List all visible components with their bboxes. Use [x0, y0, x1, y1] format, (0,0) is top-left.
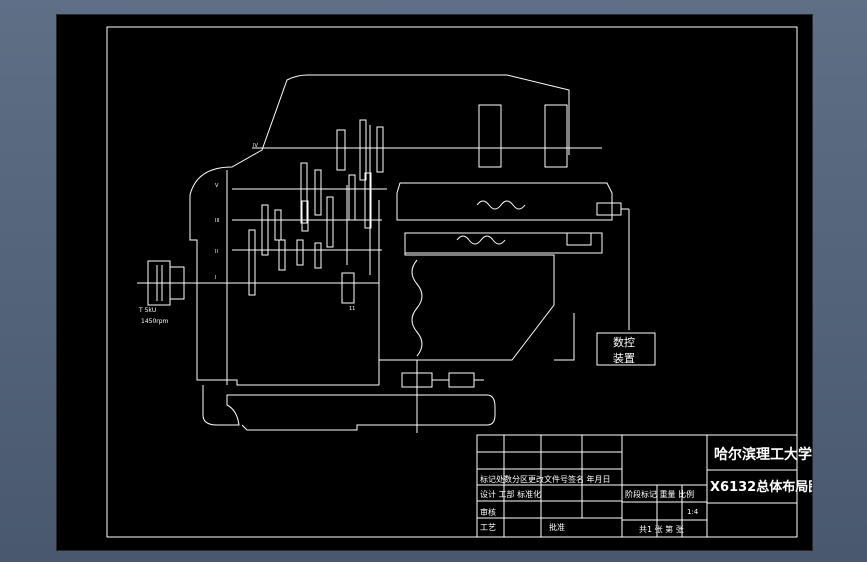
nc-device-box — [596, 332, 656, 366]
review-label: 审核 — [480, 507, 496, 517]
machine-column-outline — [189, 74, 570, 386]
shaft-label-v: V — [215, 183, 219, 189]
approve-label: 批准 — [549, 522, 565, 532]
drawing-title: X6132总体布局图 — [710, 479, 812, 495]
cad-drawing: T 5kU 1450rpm IV V III II I 11 数控 装置 — [106, 26, 812, 538]
shaft-label-iv: IV — [253, 143, 258, 149]
revision-header: 标记处数分区更改文件号签名 年月日 — [480, 474, 611, 484]
feed-motor-2 — [448, 372, 475, 388]
design-row: 设计 工部 标准化 — [480, 489, 541, 499]
sheet-count: 共1 张 第 张 — [639, 524, 684, 534]
overarm-support-right — [544, 104, 568, 168]
knee — [379, 253, 555, 361]
shaft-label-i: I — [215, 275, 216, 281]
nc-device-line2: 装置 — [613, 352, 635, 365]
scale-value: 1:4 — [687, 508, 699, 516]
gear-train — [248, 119, 384, 304]
worktable — [396, 182, 630, 330]
stage-header: 阶段标记 重量 比例 — [625, 489, 694, 499]
university-name: 哈尔滨理工大学 — [714, 446, 812, 463]
title-block — [476, 434, 798, 538]
motor — [147, 260, 192, 306]
process-label: 工艺 — [480, 523, 496, 532]
nc-device-line1: 数控 — [613, 335, 635, 349]
small-shaft-label: 11 — [349, 306, 355, 312]
motor-speed-label: 1450rpm — [141, 318, 169, 325]
shaft-label-iii: III — [215, 218, 219, 224]
lift-screw — [411, 259, 423, 433]
machine-base — [202, 385, 496, 431]
shaft-label-ii: II — [215, 249, 218, 255]
nc-device-link — [554, 313, 575, 361]
overarm-support-left — [478, 104, 502, 168]
drawing-border — [106, 26, 798, 538]
motor-label: T 5kU — [138, 307, 156, 314]
cad-viewport[interactable]: T 5kU 1450rpm IV V III II I 11 数控 装置 — [56, 14, 813, 551]
